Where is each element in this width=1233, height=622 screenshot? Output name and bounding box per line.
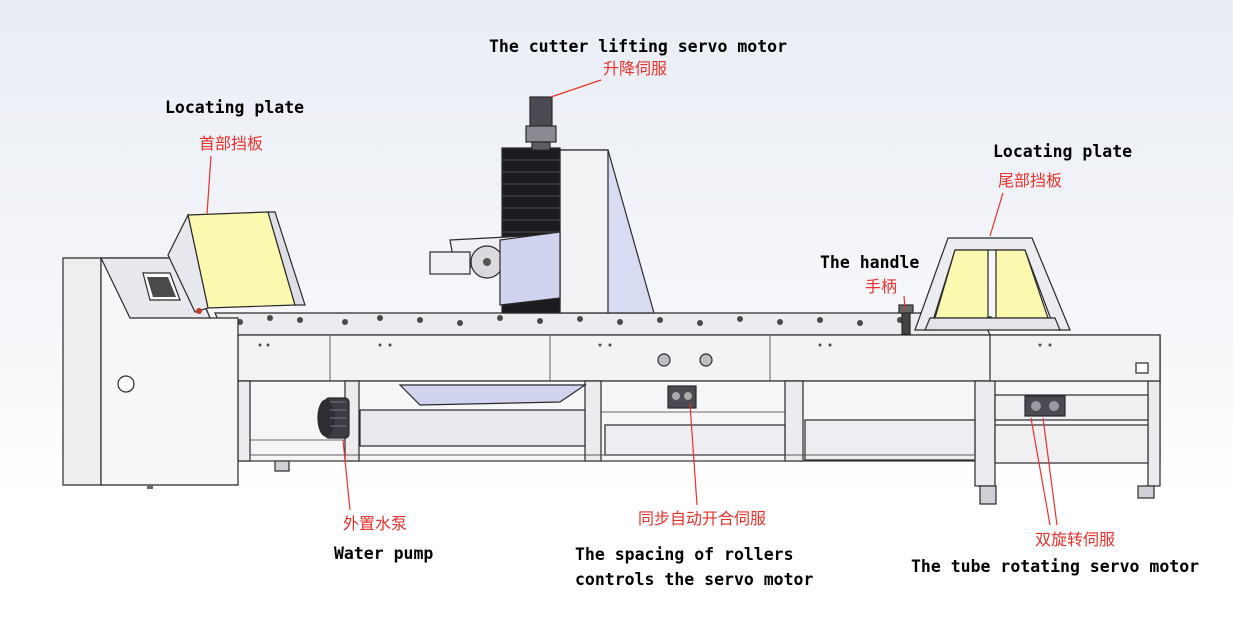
left-locating-plate [167, 211, 306, 314]
leader-right-plate [989, 192, 1004, 237]
right-locating-plate [914, 237, 1071, 331]
label-rollers-en-2: controls the servo motor [575, 570, 813, 589]
gauges [657, 353, 713, 367]
rollers-servo [667, 385, 697, 409]
leader-tube-2 [1042, 417, 1058, 526]
leader-pump [342, 439, 351, 511]
label-cutter-motor-en: The cutter lifting servo motor [489, 37, 787, 56]
label-tube-en: The tube rotating servo motor [911, 557, 1199, 576]
label-rollers-cn: 同步自动开合伺服 [638, 509, 766, 528]
label-rollers-en-1: The spacing of rollers [575, 545, 794, 564]
leader-lines [206, 79, 1058, 526]
chip-tray [398, 384, 587, 406]
tube-servo [1024, 395, 1066, 417]
leader-cutter-motor [550, 79, 602, 98]
label-handle-en: The handle [820, 253, 919, 272]
machine [62, 96, 1161, 505]
leader-tube-1 [1030, 417, 1051, 526]
label-locating-right-cn: 尾部挡板 [998, 171, 1062, 190]
label-pump-en: Water pump [334, 544, 433, 563]
label-locating-left-en: Locating plate [165, 98, 304, 117]
cutting-head [429, 96, 655, 314]
label-cutter-motor-cn: 升降伺服 [603, 59, 667, 78]
label-pump-cn: 外置水泵 [343, 514, 407, 533]
water-pump [317, 397, 350, 439]
leader-handle [903, 295, 906, 310]
label-tube-cn: 双旋转伺服 [1035, 530, 1115, 549]
leader-rollers [689, 403, 698, 506]
labels: The cutter lifting servo motor 升降伺服 Loca… [165, 37, 1199, 589]
label-locating-left-cn: 首部挡板 [199, 134, 263, 153]
label-handle-cn: 手柄 [865, 277, 897, 296]
leader-left-plate [206, 155, 212, 215]
label-locating-right-en: Locating plate [993, 142, 1132, 161]
handle [898, 304, 914, 335]
main-frame [214, 312, 1161, 505]
